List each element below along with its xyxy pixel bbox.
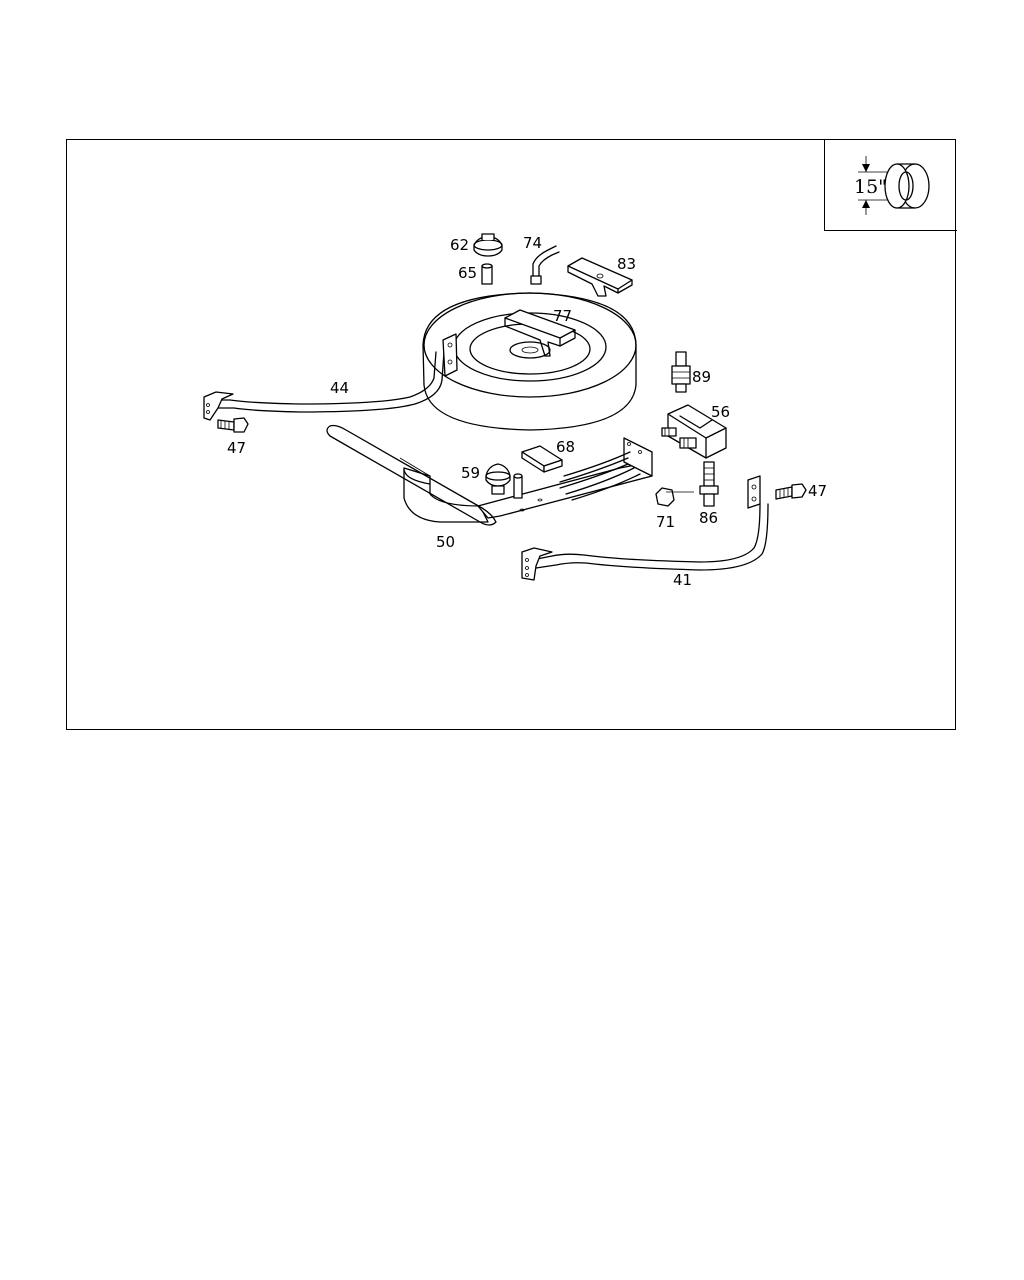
callout-71: 71 <box>656 513 675 531</box>
wheel-size-inset <box>824 139 957 231</box>
callout-77: 77 <box>553 307 572 325</box>
clamp-plate-77 <box>504 309 576 357</box>
hook-74 <box>530 245 560 285</box>
inset-wheel-icon <box>858 156 930 215</box>
callout-65: 65 <box>458 264 477 282</box>
holder-strap-44 <box>203 333 458 421</box>
callout-86: 86 <box>699 509 718 527</box>
bracket-83 <box>567 257 633 297</box>
callout-56: 56 <box>711 403 730 421</box>
callout-47-right: 47 <box>808 482 827 500</box>
callout-50: 50 <box>436 533 455 551</box>
callout-47-left: 47 <box>227 439 246 457</box>
callout-68: 68 <box>556 438 575 456</box>
callout-89: 89 <box>692 368 711 386</box>
pad-68 <box>521 445 563 473</box>
holder-strap-41 <box>521 475 769 581</box>
mounting-block-56 <box>661 404 727 459</box>
callout-83: 83 <box>617 255 636 273</box>
callout-44: 44 <box>330 379 349 397</box>
sleeve-65 <box>481 263 493 285</box>
bolt-47-right <box>775 483 807 500</box>
fitting-89 <box>671 351 691 393</box>
callout-59: 59 <box>461 464 480 482</box>
bolt-47-left <box>217 417 249 433</box>
carrier-50 <box>326 424 653 526</box>
callout-62: 62 <box>450 236 469 254</box>
nut-71 <box>655 487 694 507</box>
rubber-buffer-62 <box>473 233 503 257</box>
callout-74: 74 <box>523 234 542 252</box>
screw-86 <box>699 461 719 507</box>
diagram-frame <box>66 139 956 730</box>
rubber-buffer-59 <box>485 463 511 495</box>
wheel-size-label: 15" <box>854 176 887 198</box>
callout-41: 41 <box>673 571 692 589</box>
